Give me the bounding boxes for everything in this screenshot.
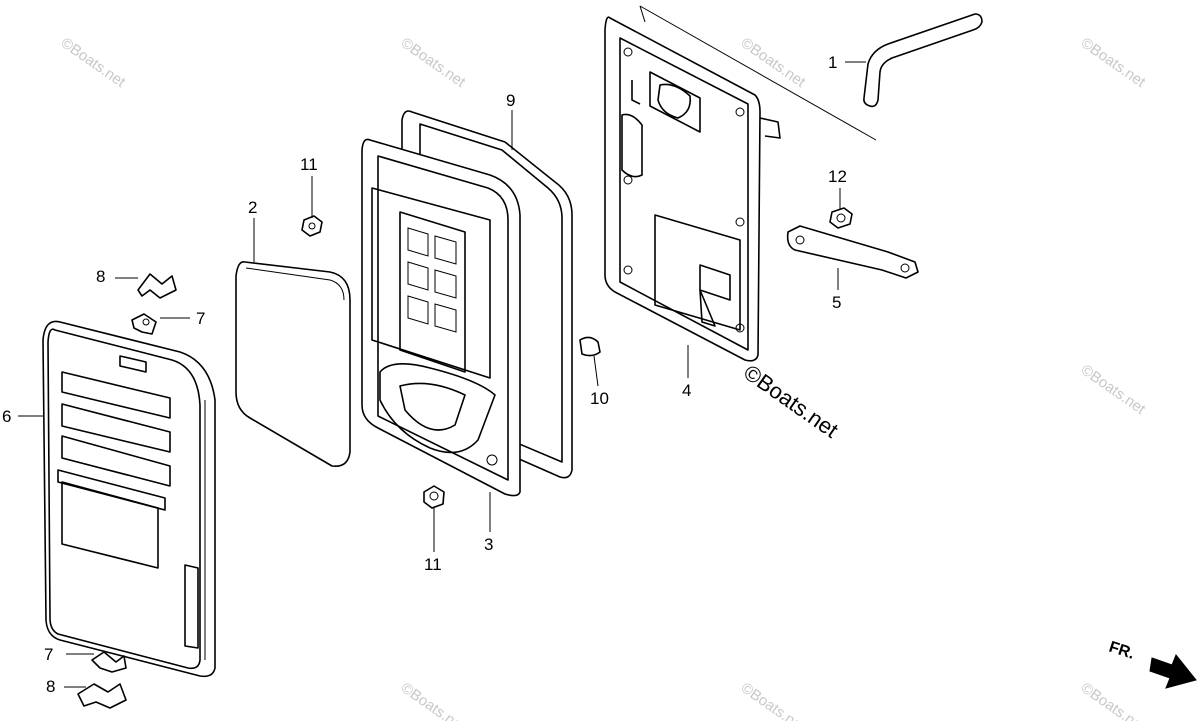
- part-6-cover: [42, 320, 216, 678]
- watermark-faint-9: ©Boats.net: [738, 679, 809, 721]
- part-12-nut: [829, 207, 853, 229]
- callout-11-upper: 11: [300, 155, 318, 174]
- part-11-nut-upper: [301, 215, 323, 237]
- callout-2: 2: [248, 198, 257, 217]
- part-7-clip-lower: [91, 651, 127, 673]
- callout-5: 5: [832, 293, 841, 312]
- part-10-collar: [579, 336, 601, 357]
- watermark-faint-7: ©Boats.net: [1078, 361, 1149, 418]
- part-2-foam-element: [235, 260, 351, 468]
- front-direction-arrow-icon: [1149, 654, 1197, 689]
- part-4-base: [604, 16, 781, 362]
- callout-12: 12: [828, 167, 847, 186]
- front-direction-label: FR.: [1107, 639, 1137, 663]
- watermark-faint-4: ©Boats.net: [1078, 34, 1149, 91]
- watermark-main: ©Boats.net: [739, 360, 843, 443]
- callout-3: 3: [484, 535, 493, 554]
- part-3-element-case: [361, 138, 521, 497]
- front-direction-indicator: FR.: [1107, 639, 1197, 689]
- watermark-faint-3: ©Boats.net: [738, 34, 809, 91]
- callout-10: 10: [590, 389, 609, 408]
- callout-4: 4: [682, 381, 691, 400]
- callout-7-upper: 7: [196, 309, 205, 328]
- leader-lines: [18, 61, 866, 688]
- callout-8-lower: 8: [46, 677, 55, 696]
- faint-watermarks: ©Boats.net ©Boats.net ©Boats.net ©Boats.…: [58, 34, 1149, 721]
- part-7-clip-upper: [131, 313, 157, 335]
- part-1-breather-tube: [639, 5, 983, 141]
- watermark-faint-10: ©Boats.net: [1078, 679, 1149, 721]
- part-11-nut-lower: [423, 485, 445, 509]
- watermark-faint-1: ©Boats.net: [58, 34, 129, 91]
- callout-6: 6: [2, 407, 11, 426]
- watermark-faint-2: ©Boats.net: [398, 34, 469, 91]
- callout-1: 1: [828, 53, 837, 72]
- part-8-clip-upper: [137, 273, 177, 299]
- callout-11-lower: 11: [424, 555, 442, 574]
- part-8-clip-lower: [77, 683, 127, 709]
- callouts: 1 2 3 4 5 6 7 7 8 8 9 10 11 11 12: [2, 53, 847, 696]
- callout-7-lower: 7: [44, 645, 53, 664]
- part-5-stay: [786, 225, 919, 279]
- watermark-faint-8: ©Boats.net: [398, 679, 469, 721]
- callout-8-upper: 8: [96, 267, 105, 286]
- part-9-gasket: [401, 110, 573, 479]
- callout-9: 9: [506, 91, 515, 110]
